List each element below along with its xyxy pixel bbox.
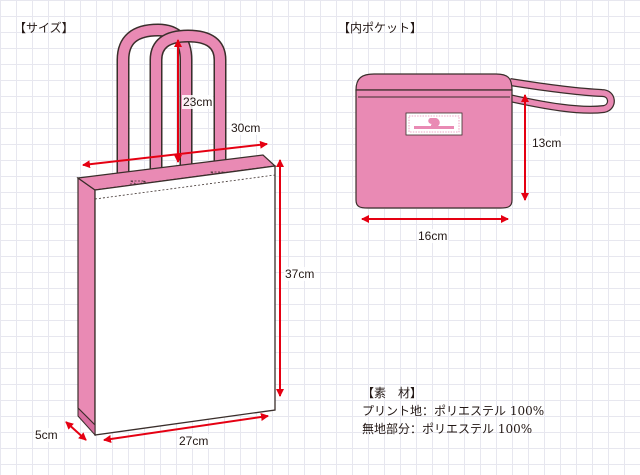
label-pocket-width: 16cm — [417, 229, 449, 243]
materials-plain-area: 無地部分：ポリエステル 100% — [362, 422, 533, 436]
materials-print-area: プリント地：ポリエステル 100% — [362, 404, 545, 418]
pocket — [355, 73, 615, 209]
label-top-width: 30cm — [230, 121, 262, 135]
arrow-top-width — [82, 140, 268, 169]
bag-gusset — [77, 176, 96, 427]
label-gusset: 5cm — [34, 428, 59, 442]
materials-title: 【素 材】 — [362, 386, 423, 400]
bag-handles — [116, 23, 227, 182]
tag-logo-icon — [428, 118, 440, 128]
label-height: 37cm — [284, 267, 316, 281]
arrow-gusset — [65, 421, 87, 441]
arrow-bottom-width — [103, 413, 269, 443]
pocket-heading: 【内ポケット】 — [338, 21, 423, 35]
label-handle: 23cm — [182, 95, 214, 109]
label-bottom-width: 27cm — [178, 434, 210, 448]
label-pocket-height: 13cm — [531, 136, 563, 150]
size-heading: 【サイズ】 — [14, 21, 74, 35]
bag-front — [94, 165, 276, 436]
